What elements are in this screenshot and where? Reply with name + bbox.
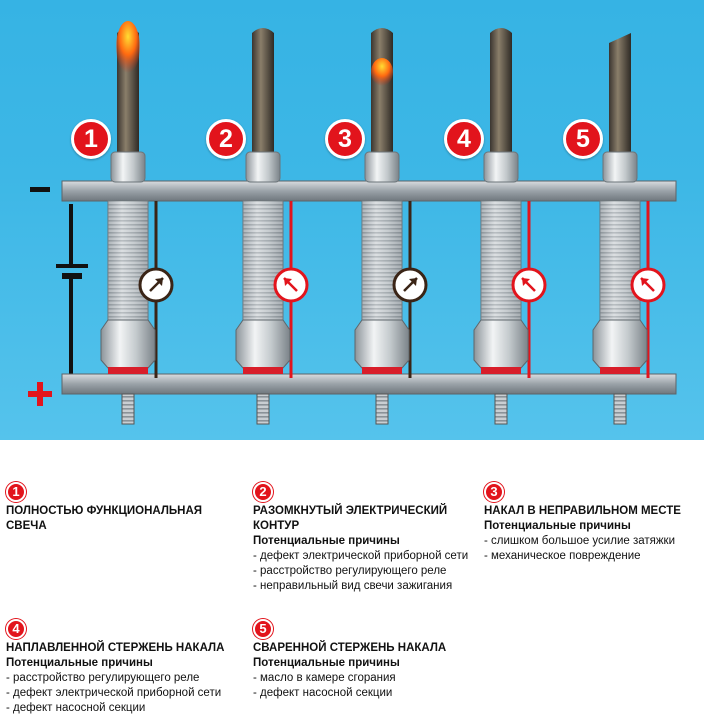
description-5: 5 СВАРЕННОЙ СТЕРЖЕНЬ НАКАЛА Потенциальны… — [253, 619, 478, 701]
plug-collar — [483, 151, 519, 183]
plug-number-3: 3 — [325, 119, 365, 159]
heating-rod — [609, 33, 631, 152]
plug-number-2: 2 — [206, 119, 246, 159]
list-item: - дефект электрической приборной сети — [253, 550, 469, 562]
description-1: 1 ПОЛНОСТЬЮ ФУНКЦИОНАЛЬНАЯ СВЕЧА — [6, 482, 241, 534]
terminal-stud — [613, 393, 627, 425]
seal-ring — [481, 367, 521, 374]
heating-rod — [371, 28, 393, 152]
description-4-subtitle: Потенциальные причины — [6, 657, 153, 669]
open-circuit-meter-icon — [273, 267, 309, 303]
description-3: 3 НАКАЛ В НЕПРАВИЛЬНОМ МЕСТЕ Потенциальн… — [484, 482, 702, 564]
terminal-stud — [256, 393, 270, 425]
glow-plug-4 — [473, 28, 547, 425]
plug-collar — [245, 151, 281, 183]
plug-collar — [364, 151, 400, 183]
description-2-badge: 2 — [253, 482, 273, 502]
plug-collar — [602, 151, 638, 183]
list-item: - расстройство регулирующего реле — [253, 565, 447, 577]
plug-number-5: 5 — [563, 119, 603, 159]
negative-bus-bar — [61, 180, 677, 202]
plug-number-1: 1 — [71, 119, 111, 159]
glow-plug-3 — [354, 28, 428, 425]
description-3-list: - слишком большое усилие затяжки - механ… — [484, 534, 702, 564]
glow-plug-1 — [100, 21, 174, 425]
seal-ring — [600, 367, 640, 374]
description-3-subtitle: Потенциальные причины — [484, 520, 631, 532]
glow-plug-diagram: 1 2 3 4 5 — [0, 0, 704, 440]
plug-collar — [110, 151, 146, 183]
terminal-stud — [494, 393, 508, 425]
description-5-badge: 5 — [253, 619, 273, 639]
battery-symbol — [56, 204, 88, 380]
description-3-badge: 3 — [484, 482, 504, 502]
description-4-list: - расстройство регулирующего реле - дефе… — [6, 671, 246, 716]
positive-terminal-icon-vertical — [37, 382, 43, 406]
description-2-list: - дефект электрической приборной сети - … — [253, 549, 478, 594]
positive-bus-bar — [61, 373, 677, 395]
description-4-badge: 4 — [6, 619, 26, 639]
list-item: - дефект насосной секции — [253, 687, 393, 699]
open-circuit-meter-icon — [630, 267, 666, 303]
terminal-stud — [121, 393, 135, 425]
list-item: - дефект насосной секции — [6, 702, 146, 714]
list-item: - дефект электрической приборной сети — [6, 687, 222, 699]
description-5-title: СВАРЕННОЙ СТЕРЖЕНЬ НАКАЛА — [253, 642, 447, 654]
negative-terminal-icon — [30, 187, 50, 192]
seal-ring — [243, 367, 283, 374]
description-5-list: - масло в камере сгорания - дефект насос… — [253, 671, 478, 701]
description-1-title: ПОЛНОСТЬЮ ФУНКЦИОНАЛЬНАЯ СВЕЧА — [6, 505, 203, 532]
list-item: - слишком большое усилие затяжки — [484, 535, 676, 547]
meter-icon — [138, 267, 174, 303]
heating-rod — [490, 28, 512, 152]
plug-hex-nut — [592, 319, 648, 369]
hot-spot-glow — [371, 58, 393, 86]
plug-number-4: 4 — [444, 119, 484, 159]
list-item: - неправильный вид свечи зажигания — [253, 580, 453, 592]
glow-plug-2 — [235, 28, 309, 425]
description-4-title: НАПЛАВЛЕННОЙ СТЕРЖЕНЬ НАКАЛА — [6, 642, 225, 654]
diagram-canvas — [56, 21, 677, 425]
description-1-badge: 1 — [6, 482, 26, 502]
description-4: 4 НАПЛАВЛЕННОЙ СТЕРЖЕНЬ НАКАЛА Потенциал… — [6, 619, 246, 716]
seal-ring — [362, 367, 402, 374]
description-2-title: РАЗОМКНУТЫЙ ЭЛЕКТРИЧЕСКИЙ КОНТУР — [253, 505, 448, 532]
seal-ring — [108, 367, 148, 374]
meter-icon — [392, 267, 428, 303]
description-2-subtitle: Потенциальные причины — [253, 535, 400, 547]
list-item: - расстройство регулирующего реле — [6, 672, 200, 684]
description-2: 2 РАЗОМКНУТЫЙ ЭЛЕКТРИЧЕСКИЙ КОНТУР Потен… — [253, 482, 478, 594]
list-item: - механическое повреждение — [484, 550, 641, 562]
plug-hex-nut — [235, 319, 291, 369]
description-3-title: НАКАЛ В НЕПРАВИЛЬНОМ МЕСТЕ — [484, 505, 681, 517]
terminal-stud — [375, 393, 389, 425]
plug-hex-nut — [354, 319, 410, 369]
description-5-subtitle: Потенциальные причины — [253, 657, 400, 669]
heating-rod — [252, 28, 274, 152]
hot-tip-glow — [116, 21, 140, 73]
plug-hex-nut — [100, 319, 156, 369]
plug-hex-nut — [473, 319, 529, 369]
list-item: - масло в камере сгорания — [253, 672, 396, 684]
open-circuit-meter-icon — [511, 267, 547, 303]
glow-plug-5 — [592, 33, 666, 425]
